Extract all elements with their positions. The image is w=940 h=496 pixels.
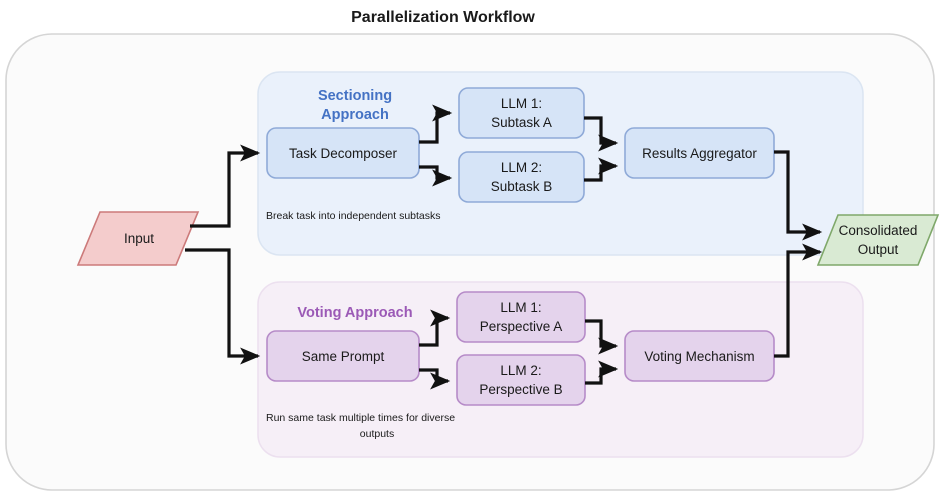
- edge-same-prompt-to-llm1: [419, 309, 451, 347]
- edge-llm2-perspective-to-voting: [585, 360, 619, 385]
- edge-llm1-perspective-to-voting: [585, 319, 619, 355]
- consolidated-output-label-line2: Output: [858, 242, 899, 257]
- llm1-perspective-a-label-line2: Perspective A: [480, 319, 563, 334]
- consolidated-output-node[interactable]: [816, 214, 940, 266]
- edge-llm2-to-aggregator: [584, 157, 619, 182]
- task-decomposer-label: Task Decomposer: [289, 146, 398, 161]
- sectioning-caption: Break task into independent subtasks: [266, 210, 441, 222]
- llm2-subtask-b-node[interactable]: [458, 151, 585, 203]
- same-prompt-node[interactable]: [266, 330, 420, 382]
- llm1-perspective-a-label-line1: LLM 1:: [500, 300, 541, 315]
- input-node[interactable]: [76, 211, 200, 266]
- llm1-subtask-a-label-line1: LLM 1:: [501, 96, 542, 111]
- input-label: Input: [124, 231, 154, 246]
- edge-decomposer-to-llm1: [419, 104, 453, 144]
- edge-same-prompt-to-llm2: [419, 368, 451, 390]
- page-title: Parallelization Workflow: [351, 9, 535, 26]
- edge-llm1-to-aggregator: [584, 116, 619, 152]
- edge-input-to-same-prompt: [185, 248, 261, 365]
- edge-voting-to-output: [774, 243, 823, 358]
- voting-header: Voting Approach: [297, 305, 412, 321]
- consolidated-output-label-line1: Consolidated: [839, 223, 918, 238]
- sectioning-header-line1: Sectioning: [318, 88, 392, 104]
- edge-aggregator-to-output: [774, 150, 823, 241]
- sectioning-header-line2: Approach: [321, 107, 389, 123]
- edge-input-to-decomposer: [190, 144, 261, 228]
- llm2-subtask-b-label-line2: Subtask B: [491, 179, 553, 194]
- same-prompt-label: Same Prompt: [302, 349, 385, 364]
- llm2-perspective-b-label-line1: LLM 2:: [500, 363, 541, 378]
- voting-caption-line2: outputs: [360, 428, 394, 440]
- llm1-subtask-a-node[interactable]: [458, 87, 585, 139]
- voting-mechanism-label: Voting Mechanism: [644, 349, 754, 364]
- llm1-subtask-a-label-line2: Subtask A: [491, 115, 552, 130]
- voting-caption-line1: Run same task multiple times for diverse: [266, 412, 455, 424]
- llm2-perspective-b-node[interactable]: [456, 354, 586, 406]
- task-decomposer-node[interactable]: [266, 127, 420, 179]
- edge-decomposer-to-llm2: [419, 165, 453, 187]
- llm2-subtask-b-label-line1: LLM 2:: [501, 160, 542, 175]
- llm1-perspective-a-node[interactable]: [456, 291, 586, 343]
- llm2-perspective-b-label-line2: Perspective B: [479, 382, 562, 397]
- results-aggregator-label: Results Aggregator: [642, 146, 757, 161]
